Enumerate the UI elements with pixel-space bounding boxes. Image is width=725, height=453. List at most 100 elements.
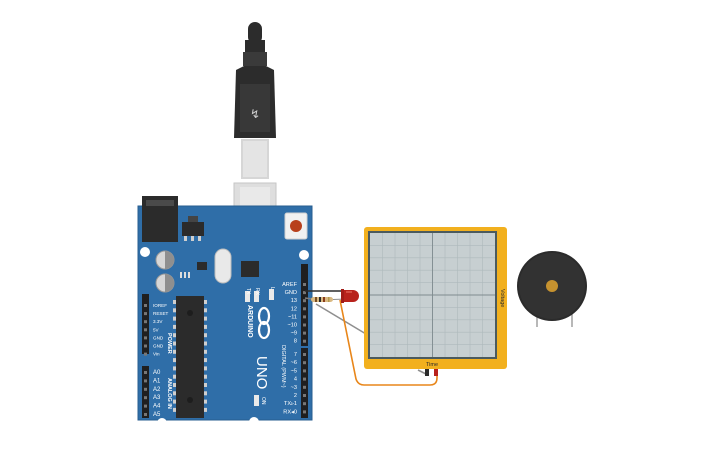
header-pin-hole[interactable]: [303, 299, 306, 303]
tx-led: [245, 291, 250, 302]
mount-hole: [249, 417, 259, 427]
header-pin-hole[interactable]: [303, 307, 306, 311]
header-pin-hole[interactable]: [303, 377, 306, 381]
header-pin-hole[interactable]: [144, 344, 147, 348]
chip-pin: [173, 349, 176, 354]
wire-pin13[interactable]: [304, 297, 313, 300]
oscilloscope-grid: [370, 233, 495, 357]
pin-label: A3: [153, 395, 161, 401]
l-led: [269, 289, 274, 300]
header-pin-hole[interactable]: [144, 396, 147, 400]
pin-label: GND: [153, 335, 164, 340]
header-pin-hole[interactable]: [144, 312, 147, 316]
analog-header-label: ANALOG IN: [166, 378, 172, 409]
pin-label: IOREF: [153, 303, 167, 308]
arduino-uno-board[interactable]: TX RX L ARDUINO UNO ON POWER ANALOG IN I…: [137, 196, 313, 428]
chip-pin: [204, 341, 207, 346]
header-pin-hole[interactable]: [303, 339, 306, 343]
rx-label: RX: [254, 288, 260, 296]
pin-label: A1: [153, 378, 161, 384]
header-pin-hole[interactable]: [303, 291, 306, 295]
digital-header-label: DIGITAL (PWM~): [280, 345, 286, 388]
header-pin-hole[interactable]: [144, 352, 147, 356]
header-pin-hole[interactable]: [303, 385, 306, 389]
header-pin-hole[interactable]: [144, 404, 147, 408]
chip-pin: [204, 383, 207, 387]
header-pin-hole[interactable]: [303, 323, 306, 327]
tx-label: TX: [245, 288, 251, 295]
pin-label: ~10: [288, 323, 298, 329]
digital-header-top: [301, 264, 308, 346]
brand-label: ARDUINO: [246, 305, 253, 338]
chip-pin: [173, 374, 176, 379]
wire-gray-to-scope[interactable]: [315, 303, 367, 335]
power-header: [142, 294, 149, 354]
pin-label: 2: [294, 393, 297, 399]
chip-pin: [173, 358, 176, 363]
pin-label: ~6: [291, 360, 297, 366]
pin-label: A5: [153, 412, 161, 418]
header-pin-hole[interactable]: [144, 336, 147, 340]
pin-label: ~5: [291, 368, 297, 374]
chip-pin: [204, 399, 207, 404]
on-led: [254, 395, 259, 406]
header-pin-hole[interactable]: [303, 283, 306, 286]
pin-label: 5V: [153, 327, 160, 332]
chip-pin: [173, 333, 176, 338]
header-pin-hole[interactable]: [144, 320, 147, 324]
header-pin-hole[interactable]: [144, 304, 147, 307]
pin-label: 12: [291, 306, 297, 312]
arduino-logo-icon: [257, 306, 271, 340]
header-pin-hole[interactable]: [303, 369, 306, 373]
header-pin-hole[interactable]: [303, 410, 306, 414]
header-pin-hole[interactable]: [144, 387, 147, 391]
pin-label: A0: [153, 370, 161, 376]
digital-header-bottom: [301, 348, 308, 418]
usb-chip: [241, 261, 259, 277]
pin-label: 4: [294, 377, 297, 383]
oscilloscope[interactable]: Time Voltage: [364, 227, 507, 376]
small-chip: [197, 262, 207, 270]
chip-pin: [204, 407, 207, 412]
pin-label: RX◂0: [283, 409, 297, 415]
chip-pin: [204, 316, 207, 321]
header-pin-hole[interactable]: [144, 413, 147, 416]
probe-terminal-positive[interactable]: [434, 369, 438, 376]
pin-label: TX▹1: [284, 401, 297, 407]
header-pin-hole[interactable]: [144, 328, 147, 332]
chip-pin: [173, 407, 176, 412]
buzzer-center-icon: [546, 280, 558, 292]
chip-pin: [173, 324, 176, 329]
regulator: [182, 222, 204, 236]
chip-pin: [204, 349, 207, 354]
wire-orange[interactable]: [339, 299, 438, 386]
mount-hole: [140, 247, 150, 257]
piezo-buzzer[interactable]: [517, 251, 587, 327]
chip-pin: [204, 366, 207, 371]
pin-label: RESET: [153, 311, 169, 316]
header-pin-hole[interactable]: [303, 315, 306, 319]
on-label: ON: [260, 397, 266, 405]
chip-pin: [173, 399, 176, 404]
header-pin-hole[interactable]: [144, 379, 147, 383]
pin-label: 3.3V: [153, 319, 163, 324]
header-pin-hole[interactable]: [303, 331, 306, 335]
header-pin-hole[interactable]: [144, 371, 147, 374]
wires[interactable]: [304, 290, 438, 386]
red-led[interactable]: [341, 289, 359, 303]
header-pin-hole[interactable]: [303, 394, 306, 397]
pin-label: 13: [291, 298, 297, 304]
header-pin-hole[interactable]: [303, 361, 306, 365]
probe-terminal-negative[interactable]: [425, 369, 429, 376]
chip-pin: [173, 341, 176, 346]
wire-gray-probe[interactable]: [417, 369, 427, 375]
pin-label: GND: [285, 290, 297, 296]
mount-hole: [299, 250, 309, 260]
header-pin-hole[interactable]: [303, 353, 306, 356]
chip-pin: [173, 316, 176, 321]
power-header-label: POWER: [166, 333, 172, 354]
header-pin-hole[interactable]: [303, 402, 306, 406]
chip-pin: [204, 333, 207, 338]
oscilloscope-y-label: Voltage: [499, 289, 505, 307]
